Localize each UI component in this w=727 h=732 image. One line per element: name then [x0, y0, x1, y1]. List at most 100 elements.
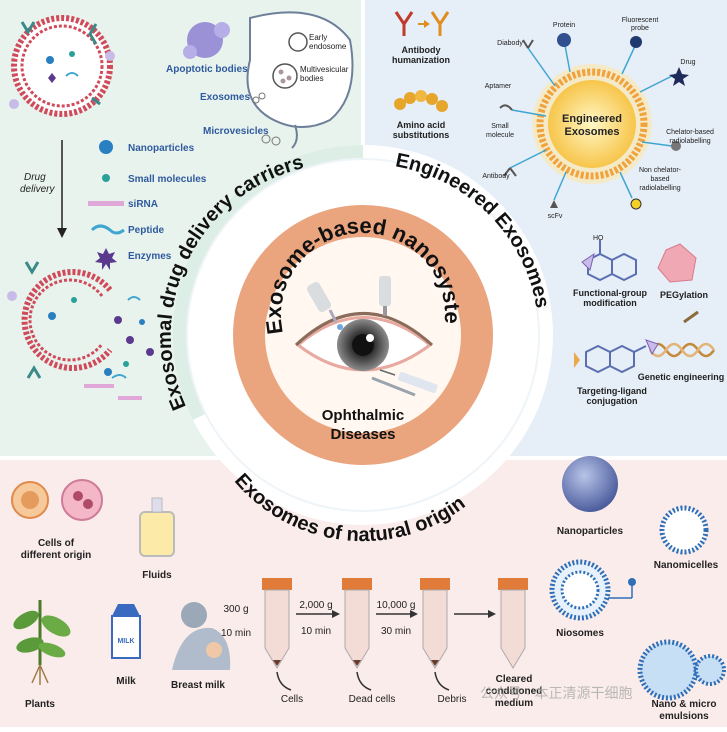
label-non-chelator-2: based [650, 176, 669, 183]
label-fluids: Fluids [142, 570, 172, 581]
label-nano-micro-1: Nano & micro [651, 699, 716, 710]
label-genetic-engineering: Genetic engineering [638, 372, 725, 382]
centrifuge-tube-3 [420, 578, 450, 669]
label-ho: HO [593, 235, 604, 242]
label-drug: Drug [680, 59, 695, 66]
label-engineered-exosomes-2: Exosomes [564, 126, 619, 138]
label-diabody: Diabody [497, 40, 523, 47]
label-milk: Milk [116, 676, 136, 687]
legend-nanoparticles: Nanoparticles [128, 143, 195, 154]
peptide-icon [90, 224, 125, 235]
cells-origin-icon [11, 479, 103, 521]
label-drug-delivery-1: Drug [24, 172, 46, 183]
label-small-molecule-2: molecule [486, 132, 514, 139]
center-title-line1: Ophthalmic [322, 407, 405, 424]
label-spin2-g: 2,000 g [299, 600, 332, 611]
centrifuge-tube-2 [342, 578, 372, 669]
fluids-bag-icon [139, 497, 175, 557]
label-spin1-t: 10 min [221, 628, 251, 639]
nanomicelle-icon [659, 505, 709, 555]
nanoparticle-icon [99, 140, 113, 154]
diabody-icon [522, 39, 534, 49]
label-cells-origin-2: different origin [21, 550, 92, 561]
milk-carton-label: MILK [117, 638, 134, 645]
label-multivesicular-1: Multivesicular [300, 65, 349, 74]
label-chelator-1: Chelator-based [666, 129, 714, 136]
label-fluorescent-probe-2: probe [631, 25, 649, 32]
ring-segment-carriers [172, 145, 363, 420]
genetic-engineering-icon [648, 310, 716, 358]
label-amino-acid-1: Amino acid [397, 120, 446, 130]
label-niosomes: Niosomes [556, 628, 604, 639]
label-dead-cells: Dead cells [349, 694, 396, 705]
label-spin3-t: 30 min [381, 626, 411, 637]
eye-dropper-icon [306, 281, 343, 330]
protein-icon [557, 33, 571, 47]
cargo-legend [88, 140, 125, 270]
targeting-ligand-icon [574, 339, 659, 374]
fluorescent-probe-icon [630, 36, 642, 48]
label-spin3-g: 10,000 g [377, 600, 416, 611]
label-microvesicles: Microvesicles [203, 126, 269, 137]
drug-icon [669, 67, 689, 86]
label-fluorescent-probe-1: Fluorescent [622, 17, 659, 24]
label-early-endosome-2: endosome [309, 42, 347, 51]
label-nanomicelles: Nanomicelles [654, 560, 719, 571]
scfv-icon [550, 200, 558, 208]
label-spin2-t: 10 min [301, 626, 331, 637]
radioactive-icon [630, 198, 642, 210]
nanoparticle-sphere-icon [562, 456, 618, 512]
label-aptamer: Aptamer [485, 83, 512, 90]
label-cleared-1: Cleared [496, 674, 533, 685]
functional-group-icon [581, 240, 637, 282]
label-exosomes: Exosomes [200, 92, 250, 103]
label-nanoparticles: Nanoparticles [557, 526, 624, 537]
watermark-text: 公众号 · 本正清源干细胞 [480, 685, 632, 701]
chelator-icon [671, 141, 681, 151]
label-antibody-humanization-2: humanization [392, 55, 450, 65]
breast-milk-icon [172, 602, 231, 670]
exosome-loaded-vesicle-top [9, 15, 115, 117]
ring-outline [186, 158, 540, 512]
label-plants: Plants [25, 699, 55, 710]
label-spin1-g: 300 g [223, 604, 248, 615]
milk-carton-icon [111, 604, 141, 659]
exosome-releasing-cargo [7, 261, 154, 400]
syringe-icon [379, 369, 438, 393]
eye-drop-tube-icon [379, 276, 391, 316]
aptamer-icon [499, 104, 513, 111]
label-small-molecule-1: Small [491, 123, 509, 130]
label-nano-micro-2: emulsions [659, 711, 709, 722]
amino-acid-chain-icon [394, 90, 448, 112]
label-protein: Protein [553, 22, 575, 29]
label-non-chelator-1: Non chelator- [639, 167, 682, 174]
antibody-humanization-icon [394, 11, 450, 36]
enzyme-icon [95, 248, 117, 270]
cell-endosome-illustration [246, 11, 354, 149]
niosome-icon [549, 559, 636, 621]
legend-peptide: Peptide [128, 225, 165, 236]
label-early-endosome-1: Early [309, 33, 327, 42]
label-non-chelator-3: radiolabelling [639, 185, 680, 192]
process-arrows [276, 610, 496, 691]
label-functional-group-1: Functional-group [573, 288, 647, 298]
label-multivesicular-2: bodies [300, 74, 324, 83]
label-targeting-ligand-1: Targeting-ligand [577, 386, 647, 396]
legend-small-molecules: Small molecules [128, 174, 207, 185]
legend-enzymes: Enzymes [128, 251, 172, 262]
antibody-icon [503, 167, 517, 177]
label-chelator-2: radiolabelling [669, 138, 710, 145]
centrifuge-tube-1 [262, 578, 292, 669]
center-title-line2: Diseases [330, 426, 395, 443]
label-drug-delivery-2: delivery [20, 184, 55, 195]
sirna-icon [88, 201, 124, 206]
label-scfv: scFv [548, 213, 563, 220]
label-antibody: Antibody [482, 173, 510, 180]
pegylation-icon [657, 243, 697, 283]
label-engineered-exosomes-1: Engineered [562, 113, 622, 125]
label-targeting-ligand-2: conjugation [587, 396, 638, 406]
label-cleared-3: medium [495, 698, 533, 709]
label-amino-acid-2: substitutions [393, 130, 450, 140]
